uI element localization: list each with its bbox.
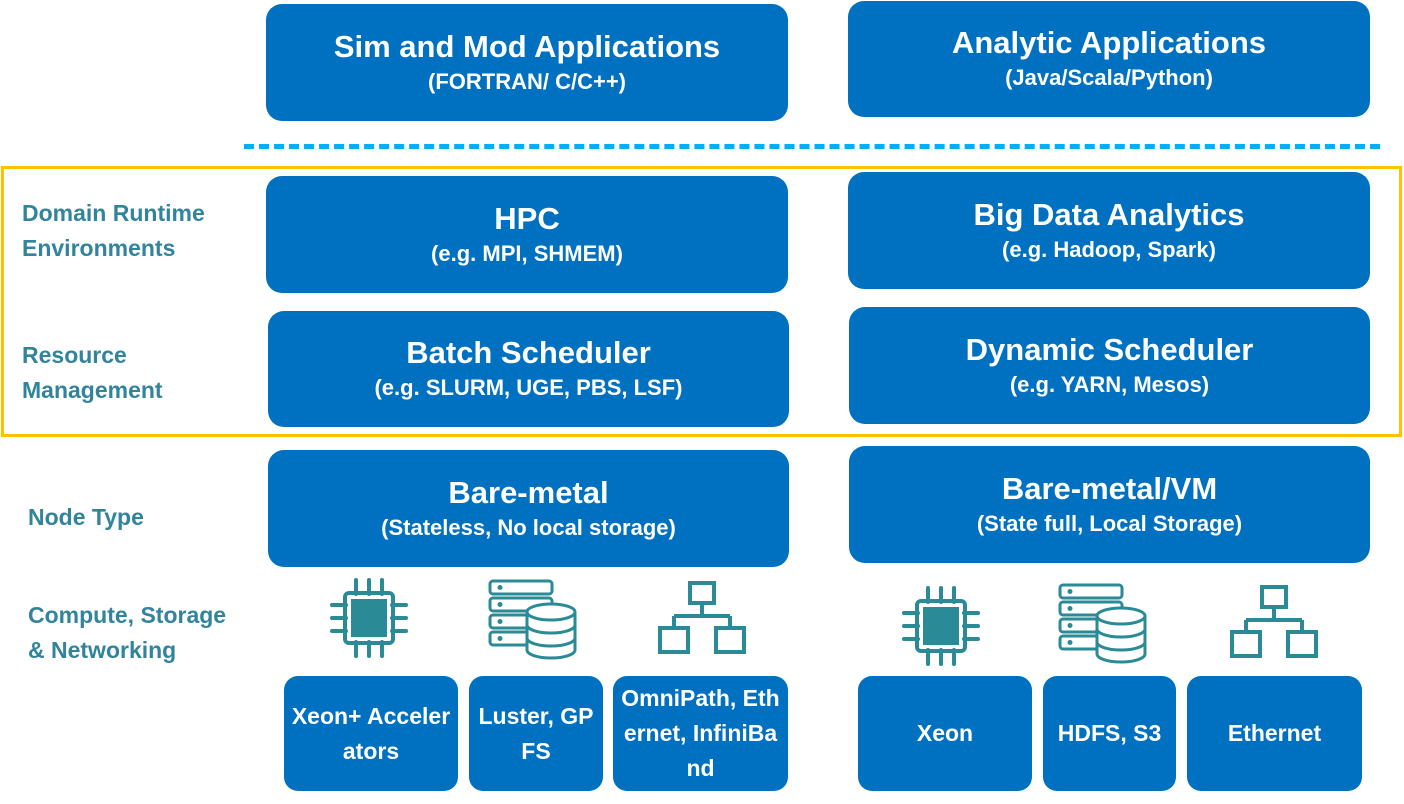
label-node-type: Node Type	[28, 504, 144, 530]
big-data-analytics-box: Big Data Analytics (e.g. Hadoop, Spark)	[848, 172, 1370, 289]
layer-divider	[244, 144, 1380, 149]
bare-metal-vm-box: Bare-metal/VM (State full, Local Storage…	[849, 446, 1370, 563]
box-subtitle: (Java/Scala/Python)	[1005, 65, 1213, 90]
label-resource-management: Resource Management	[22, 342, 163, 403]
box-title: Bare-metal/VM	[1001, 470, 1218, 506]
label-domain-runtime: Domain Runtime Environments	[22, 200, 205, 261]
dynamic-scheduler-box: Dynamic Scheduler (e.g. YARN, Mesos)	[849, 307, 1370, 424]
storage-server-icon	[488, 579, 577, 660]
box-title: Big Data Analytics	[973, 196, 1245, 232]
resource-omnipath-ethernet-infiniband: OmniPath, Ethernet, InfiniBand	[613, 676, 788, 791]
box-title: Analytic Applications	[951, 25, 1267, 60]
box-title: Dynamic Scheduler	[965, 331, 1254, 367]
sim-mod-applications-box: Sim and Mod Applications (FORTRAN/ C/C++…	[266, 4, 788, 121]
batch-scheduler-box: Batch Scheduler (e.g. SLURM, UGE, PBS, L…	[268, 311, 789, 427]
box-subtitle: (e.g. Hadoop, Spark)	[1002, 236, 1216, 262]
box-subtitle: (FORTRAN/ C/C++)	[428, 68, 626, 94]
box-subtitle: (e.g. MPI, SHMEM)	[431, 240, 623, 266]
resource-xeon: Xeon	[858, 676, 1032, 791]
label-compute-storage-networking: Compute, Storage & Networking	[28, 602, 227, 663]
resource-ethernet: Ethernet	[1187, 676, 1362, 791]
hpc-box: HPC (e.g. MPI, SHMEM)	[266, 176, 788, 293]
box-title: HPC	[494, 200, 560, 236]
cpu-chip-icon	[902, 586, 980, 666]
cpu-chip-icon	[330, 578, 408, 658]
bare-metal-box: Bare-metal (Stateless, No local storage)	[268, 450, 789, 567]
box-title: Batch Scheduler	[406, 335, 651, 370]
highlight-frame	[1, 166, 1402, 437]
resource-xeon-accelerators: Xeon+ Accelerators	[284, 676, 458, 791]
storage-server-icon	[1058, 583, 1147, 664]
box-subtitle: (State full, Local Storage)	[976, 510, 1243, 536]
resource-luster-gpfs: Luster, GPFS	[469, 676, 603, 791]
box-subtitle: (e.g. YARN, Mesos)	[1009, 371, 1210, 397]
box-subtitle: (Stateless, No local storage)	[381, 514, 676, 540]
network-topology-icon	[1230, 585, 1318, 658]
resource-hdfs-s3: HDFS, S3	[1043, 676, 1176, 791]
analytic-applications-box: Analytic Applications (Java/Scala/Python…	[848, 1, 1370, 117]
network-topology-icon	[658, 581, 746, 654]
box-title: Sim and Mod Applications	[333, 28, 721, 64]
box-title: Bare-metal	[448, 474, 609, 510]
box-subtitle: (e.g. SLURM, UGE, PBS, LSF)	[374, 375, 683, 400]
